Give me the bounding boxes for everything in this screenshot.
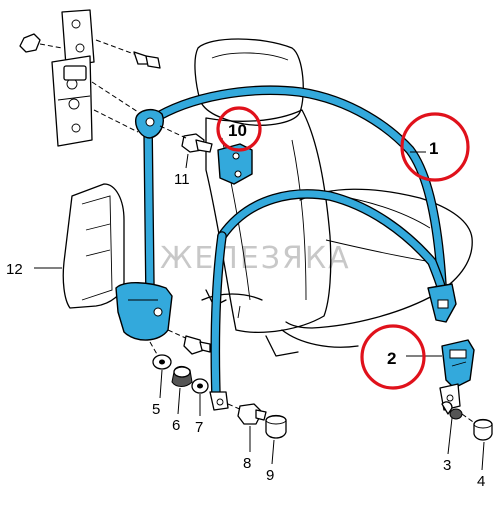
seat-belt-webbing <box>143 85 447 401</box>
buckle-tongue <box>427 283 457 323</box>
callout-9: 9 <box>266 467 274 484</box>
callout-2: 2 <box>387 349 396 368</box>
callout-10: 10 <box>228 121 247 140</box>
callout-7: 7 <box>195 419 203 436</box>
floor-anchor <box>209 391 229 411</box>
anchor-bolt-8 <box>227 403 267 425</box>
buckle-assembly <box>439 339 475 411</box>
retractor-bolt <box>167 329 211 355</box>
washer-7 <box>191 378 209 394</box>
highlight-circle-1 <box>400 112 470 182</box>
retractor-housing <box>115 282 173 341</box>
bolt-top-right <box>95 39 161 69</box>
callout-11: 11 <box>174 171 190 188</box>
retractor-cover <box>62 183 125 309</box>
bolt-top-left <box>19 33 63 53</box>
upper-anchor-bracket <box>51 9 95 147</box>
callout-8: 8 <box>243 455 251 472</box>
highlight-circle-2 <box>360 324 426 390</box>
callout-4: 4 <box>477 473 485 490</box>
trim-bracket <box>217 143 253 185</box>
leader-lines <box>34 151 485 471</box>
guide-bolt <box>159 125 213 153</box>
highlight-circle-10 <box>216 106 262 152</box>
anchor-cap-9 <box>265 414 287 439</box>
callout-3: 3 <box>443 457 451 474</box>
buckle-cap-4 <box>461 413 493 441</box>
callout-12: 12 <box>6 261 23 278</box>
d-ring-guide <box>135 108 164 139</box>
callout-6: 6 <box>172 417 180 434</box>
washer-5 <box>152 354 172 370</box>
callout-5: 5 <box>152 401 160 418</box>
watermark: ЖЕЛЕЗЯКА <box>160 241 351 276</box>
spacer-6 <box>171 365 193 387</box>
callout-1: 1 <box>429 139 438 158</box>
